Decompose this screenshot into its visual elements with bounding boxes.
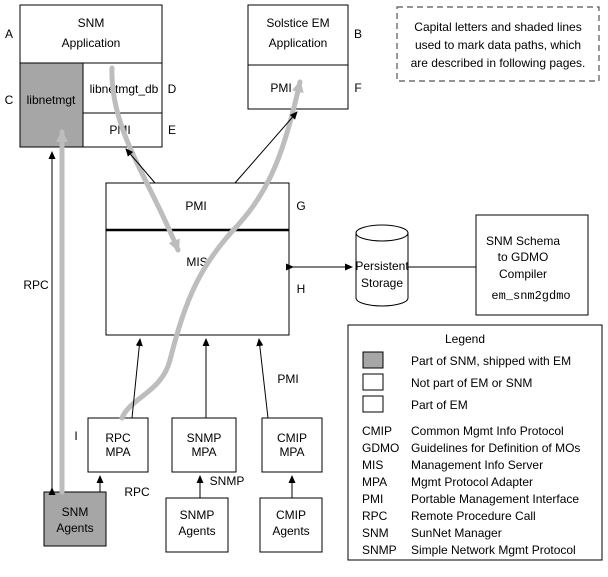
snm-application-title: SNM xyxy=(78,16,105,30)
mis-box: PMI MIS xyxy=(105,182,290,336)
snm-application-subtitle: Application xyxy=(62,36,121,50)
pmi-label: PMI xyxy=(277,372,298,386)
snmp-agents-box xyxy=(165,497,229,553)
letter-g: G xyxy=(296,199,305,213)
data-paths xyxy=(56,65,304,495)
abbr: SNMP xyxy=(362,543,397,557)
legend-item-label: Part of SNM, shipped with EM xyxy=(411,354,571,368)
legend-swatch-em xyxy=(362,395,384,413)
legend-title: Legend xyxy=(445,332,485,346)
libnetmgt-label: libnetmgt xyxy=(27,93,76,107)
note-line-1: Capital letters and shaded lines xyxy=(414,20,581,34)
cmip-mpa-line-1: CMIP xyxy=(277,431,307,445)
libnetmgt-db-label: libnetmgt_db xyxy=(90,82,159,96)
abbr: MPA xyxy=(362,475,387,489)
abbr-meaning: Management Info Server xyxy=(411,458,543,472)
rpc-mpa-box xyxy=(87,417,149,473)
abbr-meaning: Remote Procedure Call xyxy=(411,509,536,523)
letter-d: D xyxy=(168,82,177,96)
cmip-mpa-box xyxy=(261,417,323,473)
compiler-line-2: to GDMO xyxy=(498,250,549,264)
abbr: PMI xyxy=(362,492,383,506)
rpc-bottom-label: RPC xyxy=(124,485,150,499)
legend-item-label: Part of EM xyxy=(411,398,468,412)
letter-f: F xyxy=(354,81,361,95)
rpc-mpa-line-2: MPA xyxy=(105,445,130,459)
abbr-meaning: Guidelines for Definition of MOs xyxy=(411,441,580,455)
data-path-rpc-mpa-to-solstice xyxy=(119,79,304,421)
rpc-mpa-to-mis xyxy=(131,338,143,419)
note-line-3: are described in following pages. xyxy=(411,56,586,70)
cmip-agents-line-1: CMIP xyxy=(276,508,306,522)
cmip-agents-box xyxy=(259,497,323,553)
libnetmgt-box xyxy=(19,62,84,148)
legend-swatch-snm xyxy=(362,351,384,369)
mis-to-snm-pmi xyxy=(125,148,156,184)
legend-swatch-not-em xyxy=(362,373,384,391)
compiler-line-3: Compiler xyxy=(499,267,547,281)
solstice-pmi-label: PMI xyxy=(270,81,291,95)
abbr-meaning: SunNet Manager xyxy=(411,526,502,540)
mis-to-solstice-pmi xyxy=(234,111,298,184)
abbr: MIS xyxy=(362,458,383,472)
snmp-agents-line-1: SNMP xyxy=(180,508,215,522)
snm-agents-line-1: SNM xyxy=(62,505,89,519)
mis-pmi-label: PMI xyxy=(185,199,206,213)
abbr-meaning: Mgmt Protocol Adapter xyxy=(411,475,533,489)
snmp-agents-line-2: Agents xyxy=(178,524,215,538)
solstice-application-box xyxy=(247,4,349,66)
mis-label: MIS xyxy=(186,255,207,269)
snmp-mpa-line-1: SNMP xyxy=(187,431,222,445)
cmip-agents-line-2: Agents xyxy=(272,524,309,538)
cmip-mpa-line-2: MPA xyxy=(279,445,304,459)
snm-agents-line-2: Agents xyxy=(56,521,93,535)
compiler-box: SNM Schema to GDMO Compiler em_snm2gdmo xyxy=(475,214,589,316)
storage-line-2: Storage xyxy=(361,276,403,290)
compiler-line-1: SNM Schema xyxy=(486,234,560,248)
compiler-line-4: em_snm2gdmo xyxy=(491,289,570,303)
letter-c: C xyxy=(5,93,14,107)
letter-i: I xyxy=(74,429,77,443)
solstice-application-title: Solstice EM xyxy=(266,16,329,30)
letter-e: E xyxy=(168,123,176,137)
solstice-application-subtitle: Application xyxy=(269,36,328,50)
abbr: GDMO xyxy=(362,441,399,455)
snm-application-stack: SNM Application libnetmgt libnetmgt_db P… xyxy=(19,4,163,148)
note-line-2: used to mark data paths, which xyxy=(415,38,581,52)
persistent-storage: Persistent Storage xyxy=(355,224,409,307)
snmp-mpa-line-2: MPA xyxy=(191,445,216,459)
snmp-mpa-box xyxy=(171,417,237,473)
abbr-meaning: Portable Management Interface xyxy=(411,492,579,506)
connectors xyxy=(48,111,476,498)
abbr: SNM xyxy=(362,526,389,540)
note-box: Capital letters and shaded lines used to… xyxy=(396,6,600,82)
letter-a: A xyxy=(5,27,13,41)
rpc-mpa-line-1: RPC xyxy=(105,431,131,445)
abbr-meaning: Simple Network Mgmt Protocol xyxy=(411,543,576,557)
data-path-libnetmgt-db xyxy=(109,65,181,253)
legend: Legend Part of SNM, shipped with EM Not … xyxy=(347,324,603,561)
letter-h: H xyxy=(297,282,306,296)
letter-b: B xyxy=(354,27,362,41)
abbr-meaning: Common Mgmt Info Protocol xyxy=(411,424,564,438)
storage-line-1: Persistent xyxy=(355,259,409,273)
snm-agents-box xyxy=(43,491,107,547)
snmp-label: SNMP xyxy=(210,474,245,488)
abbr: CMIP xyxy=(362,424,392,438)
abbr: RPC xyxy=(362,509,388,523)
rpc-left-label: RPC xyxy=(23,278,49,292)
legend-item-label: Not part of EM or SNM xyxy=(411,376,532,390)
cmip-mpa-to-mis xyxy=(256,338,269,419)
